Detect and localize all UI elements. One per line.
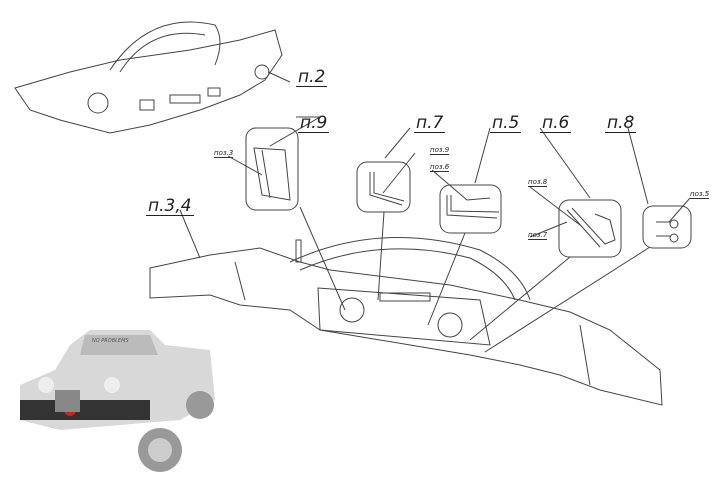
detail-box-p5 [439,184,502,234]
callout-p9: п.9 [298,113,330,133]
position-6: поз.6 [430,163,450,172]
detail-box-p8 [642,205,692,249]
position-7: поз.7 [528,231,548,240]
truck-plate-text: NO PROBLEMS [92,338,129,344]
detail-box-p9 [245,127,299,211]
position-3: поз.3 [214,149,234,158]
detail-box-p6 [558,199,622,258]
position-5: поз.5 [690,190,710,199]
callout-p7: п.7 [414,113,446,133]
callout-p8: п.8 [605,113,637,133]
truck-photo [20,330,215,472]
position-9: поз.9 [430,146,450,155]
position-8: поз.8 [528,178,548,187]
callout-p6: п.6 [540,113,572,133]
callout-p5: п.5 [490,113,522,133]
bumper-overview-drawing [14,21,291,134]
callout-p2: п.2 [296,67,328,87]
callout-p3-4: п.3,4 [146,196,194,216]
bumper-main-drawing [149,237,663,406]
